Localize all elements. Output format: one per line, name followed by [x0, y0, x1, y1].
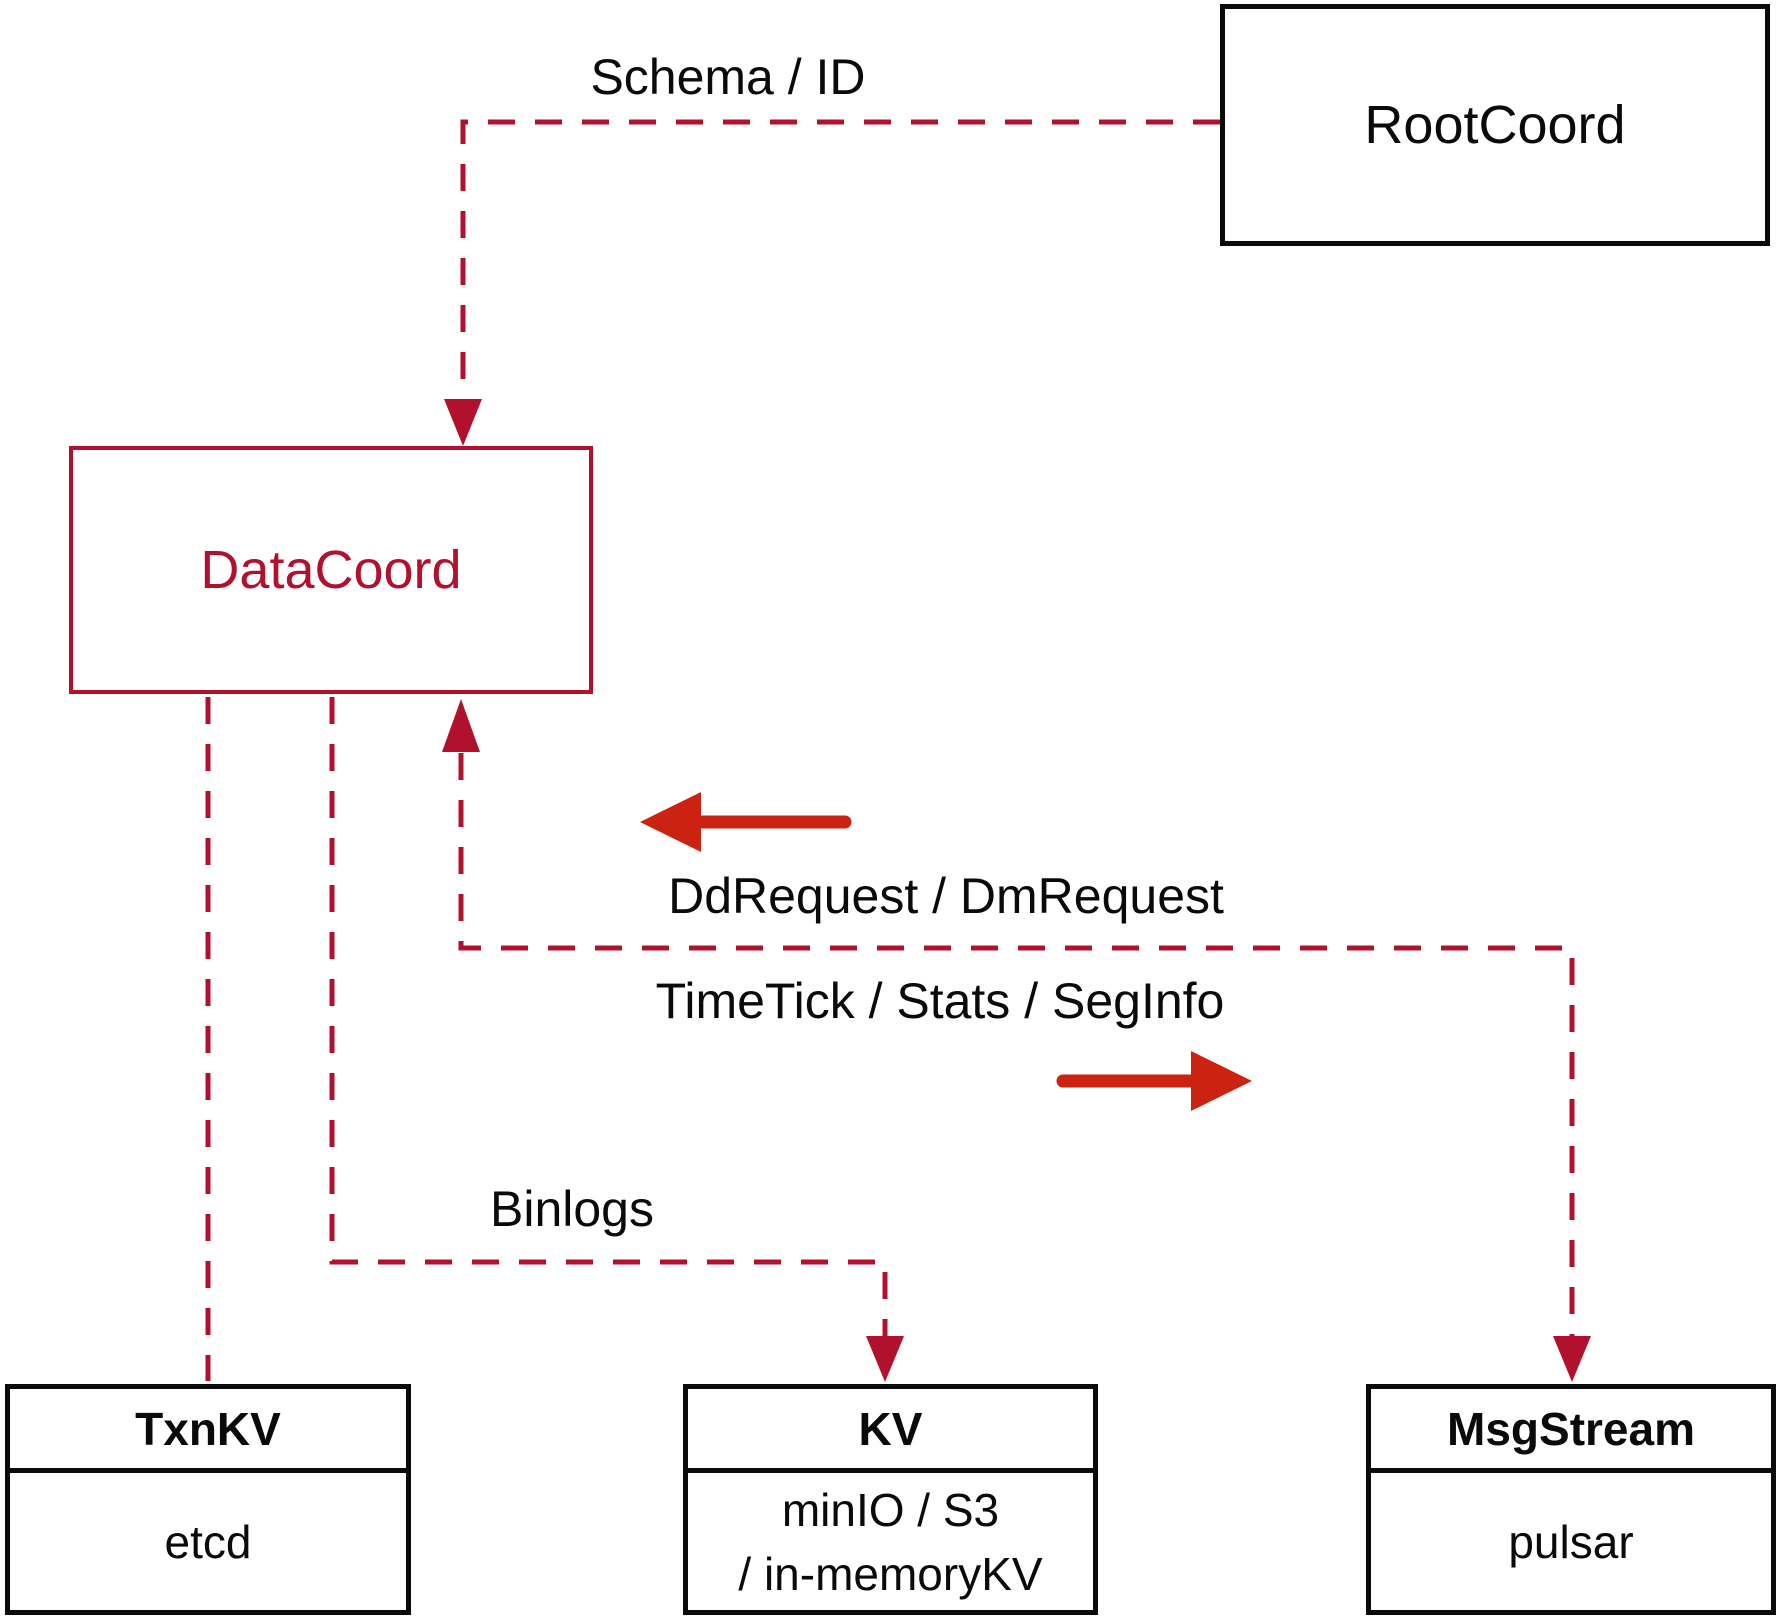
schema-id-edge — [460, 119, 1220, 398]
datacoord-label: DataCoord — [200, 540, 462, 600]
msgstream-arrowhead-icon — [1553, 1336, 1591, 1382]
txnkv-title: TxnKV — [10, 1389, 406, 1473]
msgstream-node: MsgStream pulsar — [1366, 1384, 1776, 1615]
edge-label-timetick-stats-seginfo: TimeTick / Stats / SegInfo — [655, 973, 1225, 1029]
edge-label-ddrequest-dmrequest: DdRequest / DmRequest — [668, 868, 1224, 924]
left-direction-arrow-icon — [640, 792, 852, 852]
edge-label-binlogs: Binlogs — [490, 1181, 654, 1237]
kv-title: KV — [688, 1389, 1093, 1473]
rootcoord-node: RootCoord — [1220, 4, 1770, 246]
msgstream-impl: pulsar — [1508, 1515, 1634, 1568]
kv-impl-line2: / in-memoryKV — [738, 1547, 1043, 1600]
edge-label-schema-id: Schema / ID — [590, 49, 866, 105]
txnkv-impl: etcd — [164, 1515, 252, 1568]
msgstream-title: MsgStream — [1371, 1389, 1771, 1473]
kv-impl-line1: minIO / S3 — [781, 1483, 1000, 1536]
schema-id-arrowhead-icon — [444, 399, 482, 446]
right-direction-arrow-icon — [1056, 1051, 1252, 1111]
binlogs-arrowhead-icon — [866, 1336, 904, 1382]
rootcoord-label: RootCoord — [1364, 95, 1626, 155]
ddrequest-msgstream-edge — [458, 753, 1575, 1336]
ddrequest-arrowhead-icon — [442, 699, 480, 752]
binlogs-edge — [329, 697, 888, 1336]
kv-node: KV minIO / S3 / in-memoryKV — [683, 1384, 1098, 1615]
datacoord-node: DataCoord — [69, 446, 593, 694]
txnkv-node: TxnKV etcd — [5, 1384, 411, 1615]
